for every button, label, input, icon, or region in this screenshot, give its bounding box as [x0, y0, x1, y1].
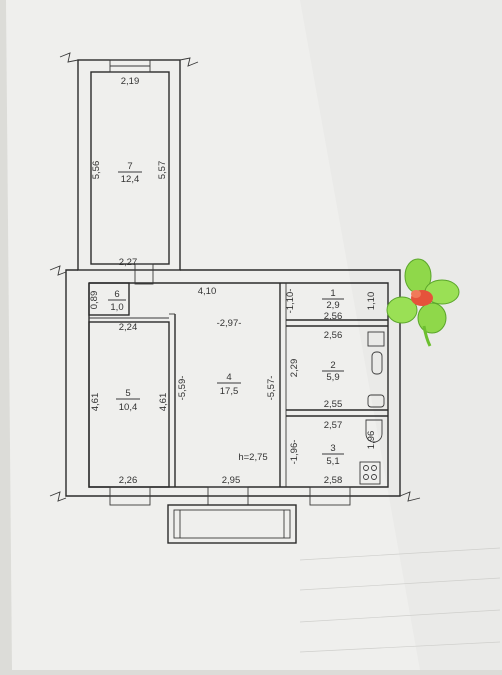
dim-room5-bottom: 2,26: [119, 475, 138, 486]
dim-room2-bottom: 2,55: [324, 399, 343, 410]
dim-room2-left: 2,29: [289, 359, 300, 378]
room7-area: 12,4: [121, 174, 140, 185]
dim-room1-left: -1,10-: [285, 289, 296, 314]
room2-number: 2: [330, 360, 335, 371]
dim-room3-left: -1,96-: [289, 440, 300, 465]
room7-number: 7: [127, 161, 132, 172]
washbasin-icon: [365, 419, 383, 443]
balcony: [167, 504, 297, 544]
room5-number: 5: [125, 388, 130, 399]
dim-room3-top: 2,57: [324, 420, 343, 431]
room7-door: [134, 263, 154, 285]
room1-number: 1: [330, 288, 335, 299]
paper-shade: [300, 0, 502, 670]
dim-room1-bottom: 2,56: [324, 311, 343, 322]
room6-wall: [88, 282, 130, 316]
sink-icon: [367, 331, 385, 347]
dim-room5-top: 2,24: [119, 322, 138, 333]
labels: 2,19 5,56 5,57 7 12,4 2,27 0,89 6 1,0 4,…: [89, 76, 377, 486]
dim-corridor-top: 4,10: [198, 286, 217, 297]
fixtures: [359, 331, 385, 485]
room6-area: 1,0: [110, 302, 123, 313]
dim-room1-right: 1,10: [366, 292, 377, 311]
dim-room4-right: -5,57-: [266, 376, 277, 401]
room4-number: 4: [226, 372, 231, 383]
ceiling-height: h=2,75: [238, 452, 267, 463]
bath-icon: [367, 394, 385, 408]
toilet-icon: [371, 351, 383, 375]
dim-room7-right: 5,57: [157, 161, 168, 180]
clover-sticker-icon: [386, 258, 460, 347]
dim-room7-bottom: 2,27: [119, 257, 138, 268]
dim-room7-top: 2,19: [121, 76, 140, 87]
dim-room2-top: 2,56: [324, 330, 343, 341]
room3-number: 3: [330, 443, 335, 454]
walls: [49, 52, 421, 544]
dim-room7-left: 5,56: [91, 161, 102, 180]
dim-room4-bottom: 2,95: [222, 475, 241, 486]
dim-room3-bottom: 2,58: [324, 475, 343, 486]
printed-lines: [299, 547, 501, 653]
room3-area: 5,1: [326, 456, 339, 467]
stove-icon: [359, 461, 381, 485]
dim-room5-right: 4,61: [158, 393, 169, 412]
room5-area: 10,4: [119, 402, 138, 413]
dim-room4-left: -5,59-: [177, 376, 188, 401]
dim-room3-right: 1,96: [366, 431, 377, 450]
room6-number: 6: [114, 289, 119, 300]
room4-area: 17,5: [220, 386, 239, 397]
room2-area: 5,9: [326, 372, 339, 383]
dim-room4-top: -2,97-: [217, 318, 242, 329]
dim-room6-left: 0,89: [89, 291, 100, 310]
room1-area: 2,9: [326, 300, 339, 311]
dim-room5-left: 4,61: [90, 393, 101, 412]
